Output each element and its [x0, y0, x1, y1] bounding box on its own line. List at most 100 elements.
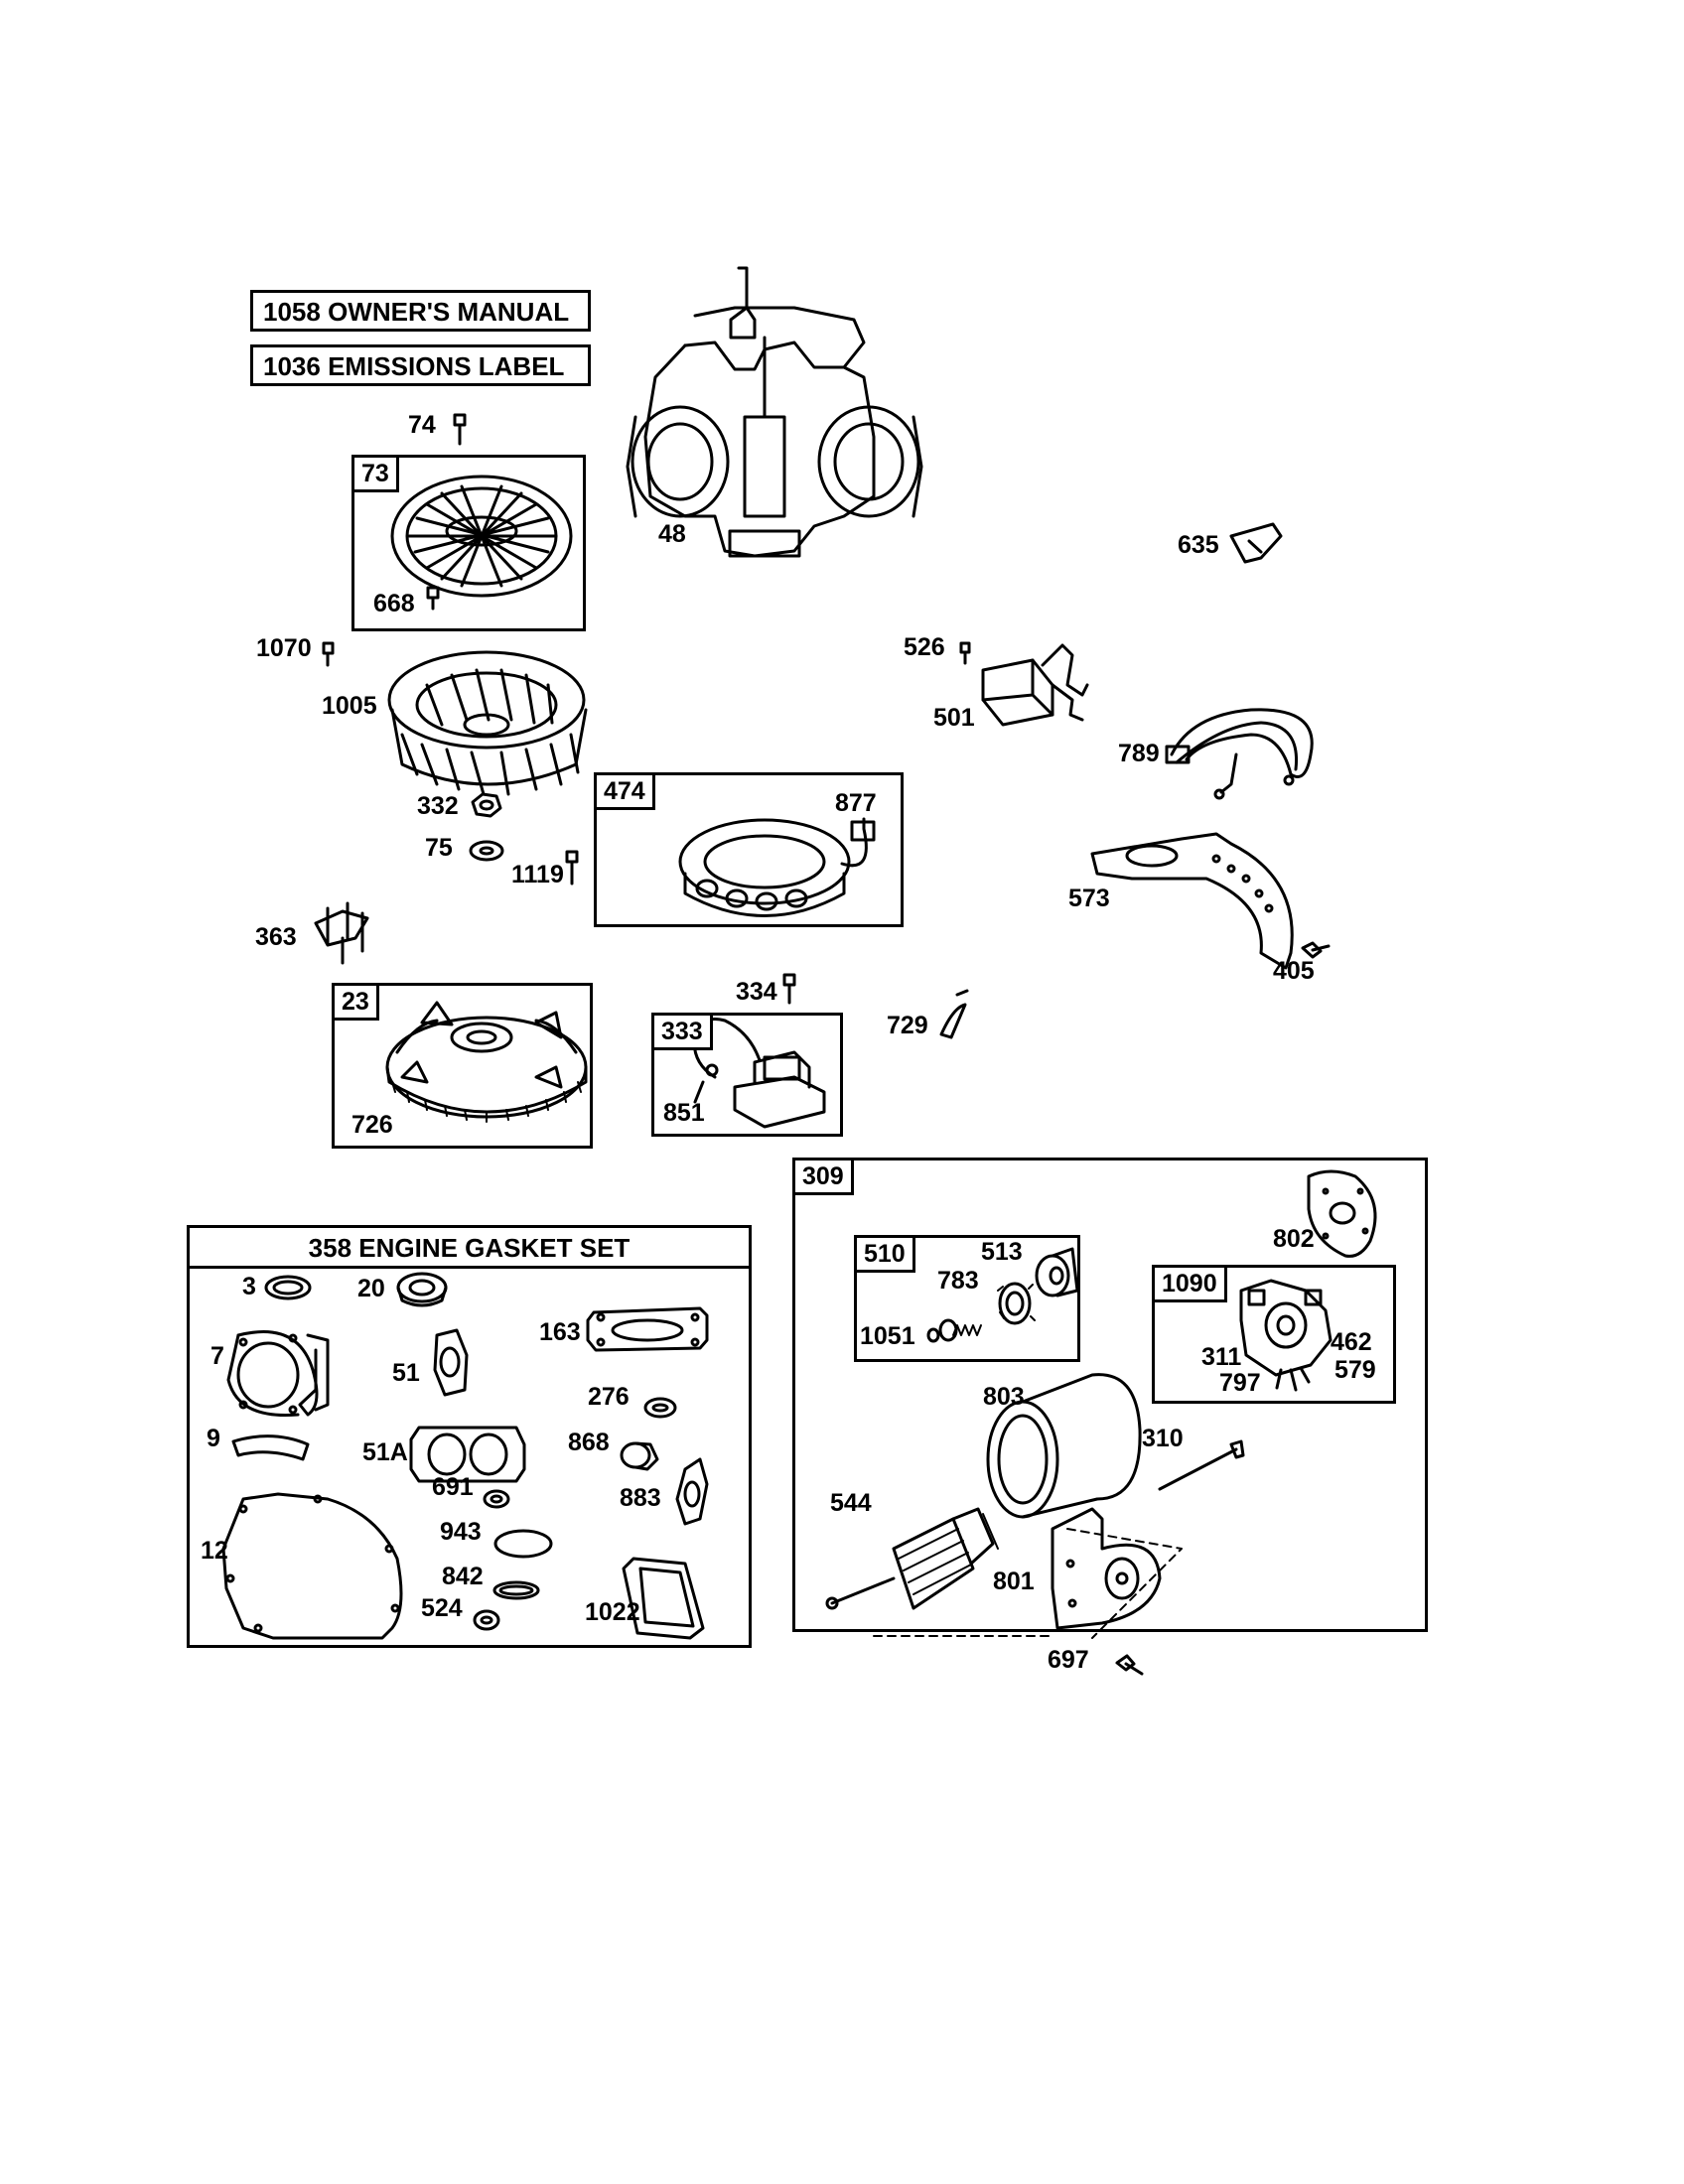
engine-gasket-set-header: 358 ENGINE GASKET SET [190, 1228, 749, 1269]
part-668-label: 668 [373, 590, 415, 617]
stator-877-drawing [680, 819, 874, 916]
gasket-51a-drawing [411, 1428, 524, 1481]
part-363-label: 363 [255, 923, 297, 951]
nut-332-drawing [473, 794, 500, 816]
part-1051-label: 1051 [860, 1322, 915, 1350]
blower-housing-73-drawing [392, 477, 571, 596]
part-405-label: 405 [1273, 957, 1315, 985]
part-74-label: 74 [408, 411, 436, 439]
screw-405-drawing [1303, 943, 1329, 957]
backplate-573-drawing [1092, 834, 1292, 968]
group-23-tag: 23 [332, 983, 379, 1021]
emissions-label-banner: 1036 EMISSIONS LABEL [250, 344, 591, 386]
part-868-label: 868 [568, 1429, 610, 1456]
part-20-label: 20 [357, 1275, 385, 1302]
part-1005-label: 1005 [322, 692, 377, 720]
group-510-box: 510 [854, 1235, 1080, 1362]
crankcase-gasket-12-drawing [223, 1494, 401, 1638]
bolt-310-drawing [1160, 1441, 1243, 1489]
part-943-label: 943 [440, 1518, 482, 1546]
gasket-883-drawing [677, 1459, 707, 1524]
bolt-1070-drawing [324, 643, 333, 665]
engine-gasket-set-box: 358 ENGINE GASKET SET [187, 1225, 752, 1648]
part-48-label: 48 [658, 520, 686, 548]
gasket-802-drawing [1309, 1171, 1375, 1256]
part-51a-label: 51A [362, 1438, 408, 1466]
head-gasket-7-drawing [228, 1332, 328, 1416]
group-1090-box: 1090 [1152, 1265, 1396, 1404]
group-23-box: 23 [332, 983, 593, 1149]
gasket-842-drawing [494, 1582, 538, 1598]
group-309-tag: 309 [792, 1158, 854, 1195]
group-1090-tag: 1090 [1152, 1265, 1227, 1302]
part-51-label: 51 [392, 1359, 420, 1387]
fitting-635-drawing [1231, 524, 1281, 562]
group-309-box: 309 [792, 1158, 1428, 1632]
part-544-label: 544 [830, 1489, 872, 1517]
part-1119-label: 1119 [511, 861, 564, 888]
seal-868-drawing [622, 1443, 657, 1469]
gasket-691-drawing [485, 1491, 508, 1507]
gasket-1022-drawing [624, 1559, 703, 1638]
gasket-524-drawing [475, 1611, 498, 1629]
clip-729-drawing [941, 991, 967, 1037]
flywheel-726-drawing [387, 1003, 586, 1122]
group-474-box: 474 [594, 772, 904, 927]
part-524-label: 524 [421, 1594, 463, 1622]
part-635-label: 635 [1178, 531, 1219, 559]
gasket-163-drawing [588, 1308, 707, 1350]
part-697-label: 697 [1048, 1646, 1089, 1674]
frame-803-drawing [988, 1375, 1140, 1517]
part-797-label: 797 [1219, 1369, 1261, 1397]
screw-697-drawing [1117, 1656, 1142, 1674]
washer-75-drawing [471, 842, 502, 860]
part-842-label: 842 [442, 1563, 484, 1590]
part-7-label: 7 [210, 1342, 224, 1370]
part-729-label: 729 [887, 1012, 928, 1039]
part-3-label: 3 [242, 1273, 256, 1300]
gasket-3-drawing [266, 1277, 310, 1298]
seal-20-drawing [398, 1274, 446, 1305]
endcap-801-drawing [1052, 1509, 1160, 1628]
part-163-label: 163 [539, 1318, 581, 1346]
group-73-box: 73 [351, 455, 586, 631]
assembly-guide-line [874, 1529, 1182, 1638]
part-783-label: 783 [937, 1267, 979, 1295]
group-510-tag: 510 [854, 1235, 915, 1273]
armature-851-drawing [694, 1020, 824, 1128]
part-462-label: 462 [1331, 1328, 1372, 1356]
part-877-label: 877 [835, 789, 877, 817]
gasket-51-drawing [435, 1330, 467, 1395]
regulator-501-drawing [983, 645, 1087, 725]
spring-1051-drawing [928, 1320, 981, 1341]
part-332-label: 332 [417, 792, 459, 820]
owners-manual-banner: 1058 OWNER'S MANUAL [250, 290, 591, 332]
bolt-1119-drawing [567, 852, 577, 884]
brush-holder-1090-drawing [1241, 1281, 1331, 1390]
part-501-label: 501 [933, 704, 975, 732]
bracket-363-drawing [316, 903, 367, 963]
gasket-9-drawing [233, 1436, 308, 1459]
part-75-label: 75 [425, 834, 453, 862]
part-1022-label: 1022 [585, 1598, 640, 1626]
group-474-tag: 474 [594, 772, 655, 810]
part-851-label: 851 [663, 1099, 705, 1127]
part-526-label: 526 [904, 633, 945, 661]
part-573-label: 573 [1068, 885, 1110, 912]
gear-783-drawing [998, 1284, 1035, 1323]
group-73-tag: 73 [351, 455, 399, 492]
armature-544-drawing [827, 1509, 998, 1608]
part-334-label: 334 [736, 978, 777, 1006]
screw-334-drawing [784, 975, 794, 1003]
bolt-74-drawing [455, 415, 465, 444]
part-726-label: 726 [351, 1111, 393, 1139]
group-333-tag: 333 [651, 1013, 713, 1050]
part-276-label: 276 [588, 1383, 630, 1411]
part-803-label: 803 [983, 1383, 1025, 1411]
part-12-label: 12 [201, 1537, 228, 1565]
engine-block-48-drawing [628, 268, 921, 556]
part-579-label: 579 [1334, 1356, 1376, 1384]
part-513-label: 513 [981, 1238, 1023, 1266]
screw-668-drawing [428, 588, 438, 609]
part-802-label: 802 [1273, 1225, 1315, 1253]
